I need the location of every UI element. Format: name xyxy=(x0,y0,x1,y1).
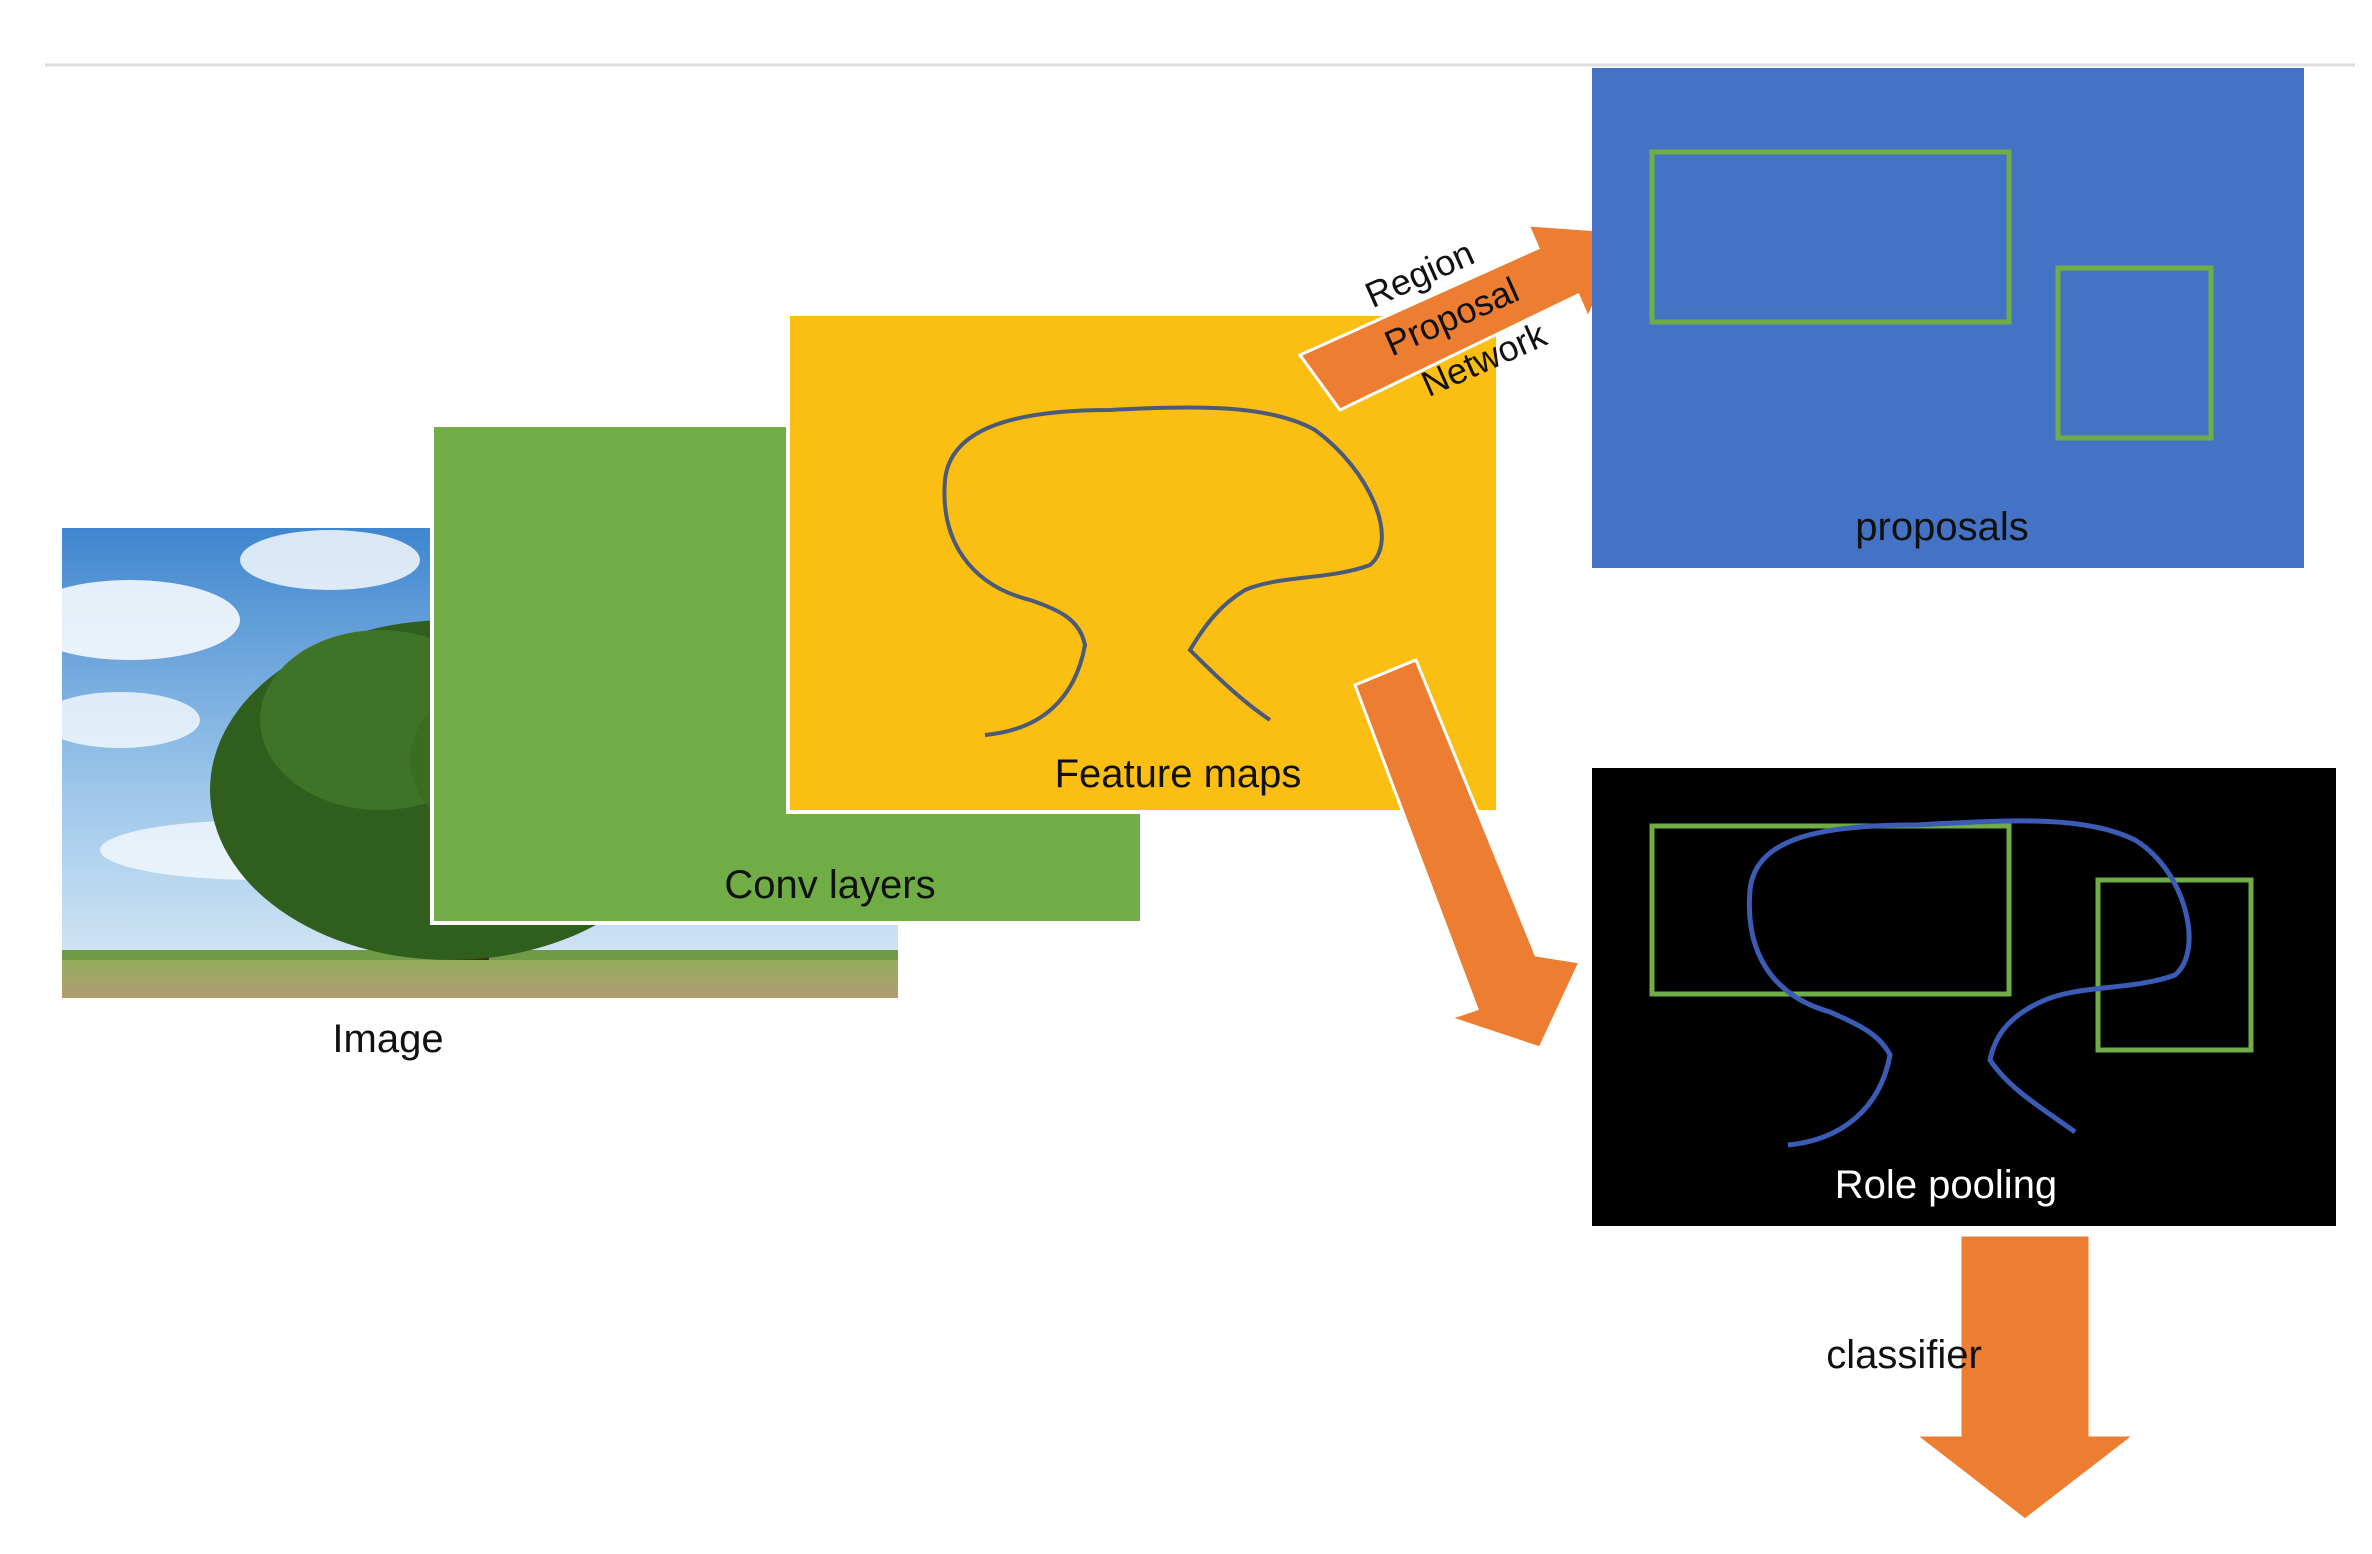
classifier-arrow xyxy=(1910,1233,2140,1522)
feature-maps-label: Feature maps xyxy=(1055,752,1302,796)
proposal-box-large xyxy=(1649,149,2012,325)
conv-layers-label: Conv layers xyxy=(724,863,935,907)
proposals-label: proposals xyxy=(1855,505,2028,549)
proposal-box-small xyxy=(2055,265,2214,441)
feature-outline xyxy=(942,405,1384,737)
pooling-outline xyxy=(1746,818,2192,1148)
pooling-box-large xyxy=(1649,823,2012,997)
role-pooling-box xyxy=(1592,768,2336,1226)
role-pooling-label: Role pooling xyxy=(1835,1163,2057,1207)
classifier-label: classifier xyxy=(1826,1333,1982,1377)
proposals-box xyxy=(1592,68,2304,568)
image-label: Image xyxy=(332,1017,443,1061)
pooling-arrow xyxy=(1353,658,1583,1050)
